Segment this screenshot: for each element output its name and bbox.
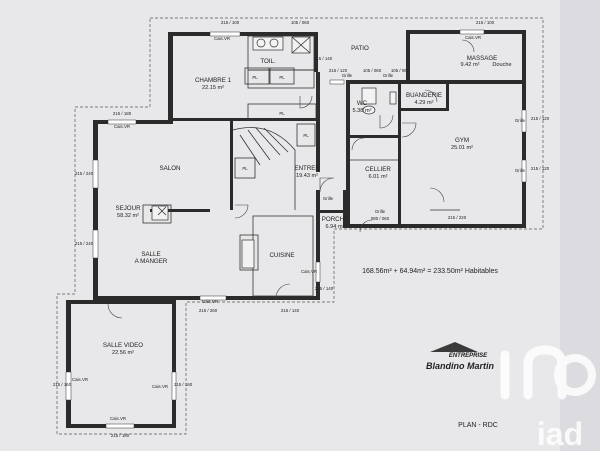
massage-label: MASSAGE [467,55,498,62]
windows [65,29,527,429]
dim-9: 215 / 120 [531,166,550,171]
sejour-label: SEJOUR [115,205,141,212]
caisvr-3: Cais.VR [114,124,130,129]
dim-8: 215 / 120 [531,116,550,121]
salle-manger-label-2: A MANGER [135,258,168,265]
dim-14: 215 / 180 [111,433,130,438]
pl-label-2: PL [279,75,285,80]
patio-label: PATIO [351,45,369,52]
caisvr-6: Cais.VR [301,269,317,274]
iad-text: iad [537,416,583,451]
dim-2: 105 / 060 [291,20,310,25]
plan-label: PLAN - RDC [458,422,498,429]
video-label: SALLE VIDEO [103,342,143,349]
dim-5: 215 / 120 [329,68,348,73]
pl-label-3: PL [279,111,285,116]
caisvr-2: Cais.VR [465,35,481,40]
entree-area: 19.43 m² [296,173,318,179]
gym-area: 25.01 m² [451,145,473,151]
doors [107,39,475,319]
douche-label: Douche [492,62,511,68]
chambre-area: 22.15 m² [202,85,224,91]
pl-label-4: PL [303,133,309,138]
caisvr-8: Cais.VR [72,377,88,382]
dim-19: 215 / 140 [315,286,334,291]
entree-label: ENTREE [294,165,319,172]
video-area: 22.56 m² [112,350,134,356]
dashed-boundary [56,17,544,435]
dim-11: 215 / 240 [75,241,94,246]
annotations: PL PL PL PL PL Grille Grille Grille Gril… [53,20,550,438]
interior-lines [142,35,460,297]
chambre-label: CHAMBRE 1 [195,77,232,84]
grille-2: Grille [383,73,394,78]
pl-label-5: PL [242,166,248,171]
massage-area: 9.42 m² [461,62,480,68]
grille-1: Grille [342,73,353,78]
salle-manger-label-1: SALLE [141,251,160,258]
gym-label: GYM [455,137,469,144]
dim-10: 215 / 240 [75,171,94,176]
dim-17: 215 / 220 [448,215,467,220]
grille-5: Grille [375,209,386,214]
pl-label-1: PL [252,75,258,80]
dim-20: 215 / 140 [314,56,333,61]
toilet-label: TOIL. [260,58,276,65]
grille-3: Grille [515,118,526,123]
dim-12: 215 / 260 [199,308,218,313]
dim-3: 215 / 100 [476,20,495,25]
iad-watermark: iad [500,345,596,451]
brand-logo: ENTREPRISE Blandino Martin [426,342,494,371]
grille-6: Grille [323,196,334,201]
buanderie-area: 4.29 m² [415,100,434,106]
cuisine-label: CUISINE [269,252,294,259]
cellier-label: CELLIER [365,166,391,173]
total-area: 168.56m² + 64.94m² = 233.50m² Habitables [362,268,498,275]
caisvr-1: Cais.VR [214,36,230,41]
caisvr-4: Cais.VR [202,299,218,304]
room-labels: CHAMBRE 1 22.15 m² TOIL. PATIO MASSAGE 9… [103,45,512,356]
dim-18: 080 / 060 [371,216,390,221]
buanderie-label: BUANDERIE [406,92,442,99]
wc-area: 5.38 m² [353,108,372,114]
salon-label: SALON [160,165,181,172]
brand-line-2: Blandino Martin [426,361,494,371]
caisvr-7: Cais.VR [152,384,168,389]
brand-line-1: ENTREPRISE [449,353,488,359]
dim-15: 215 / 160 [53,382,72,387]
fixtures [151,36,397,269]
cellier-area: 6.01 m² [369,174,388,180]
porche-area: 6.94 m² [326,224,345,230]
dim-7: 105 / 060 [391,68,410,73]
caisvr-5: Cais.VR [110,416,126,421]
dim-6: 105 / 060 [363,68,382,73]
dim-4: 215 / 180 [113,111,132,116]
dim-1: 215 / 100 [221,20,240,25]
dim-13: 215 / 140 [281,308,300,313]
grille-4: Grille [515,168,526,173]
dim-16: 215 / 160 [174,382,193,387]
wc-label: WC [357,100,368,107]
sejour-area: 58.32 m² [117,213,139,219]
porche-label: PORCHE [322,216,348,223]
